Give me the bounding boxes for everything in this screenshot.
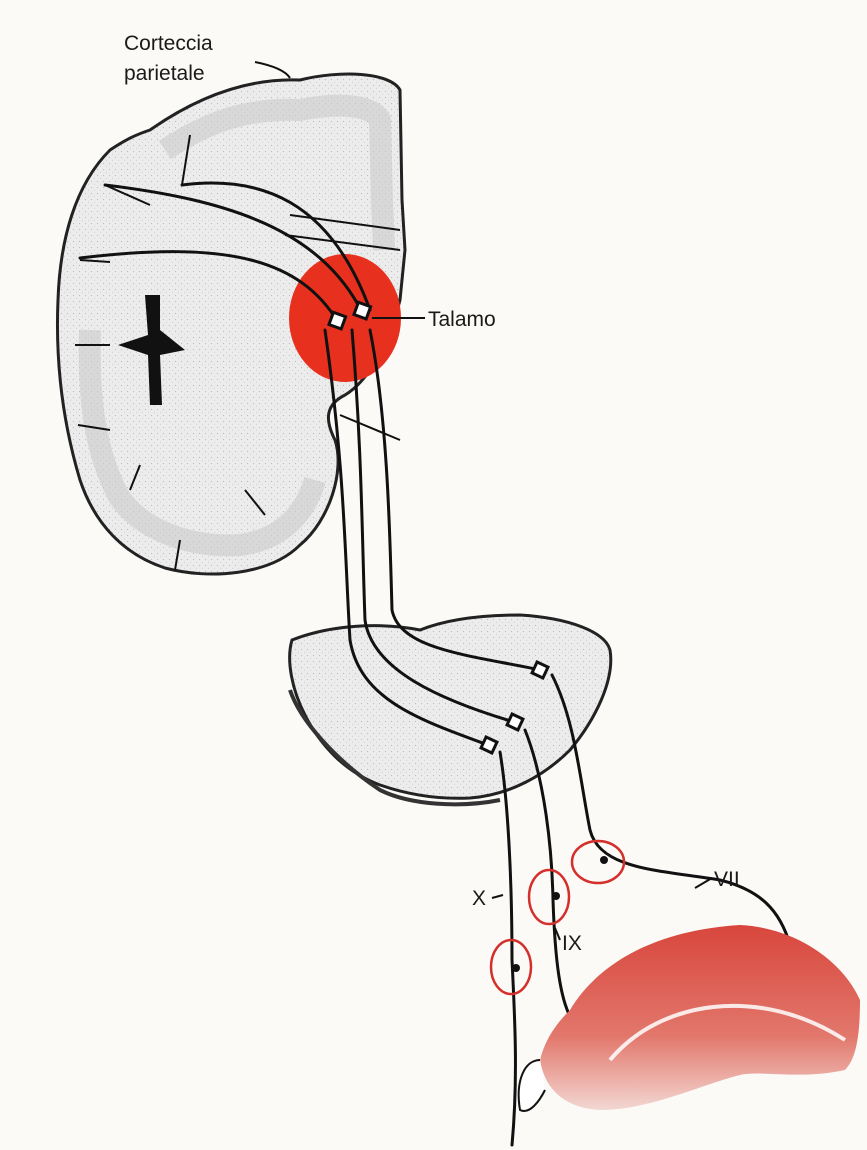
label-nerve-x: X [472,887,486,910]
label-parietal-cortex-line1: Corteccia [124,32,213,55]
label-nerve-ix: IX [562,932,582,955]
brainstem-section [290,615,611,804]
label-parietal-cortex-line2: parietale [124,62,205,85]
ganglion-petrosal [529,870,569,924]
label-thalamus: Talamo [428,308,496,331]
label-nerve-vii: VII [714,868,740,891]
